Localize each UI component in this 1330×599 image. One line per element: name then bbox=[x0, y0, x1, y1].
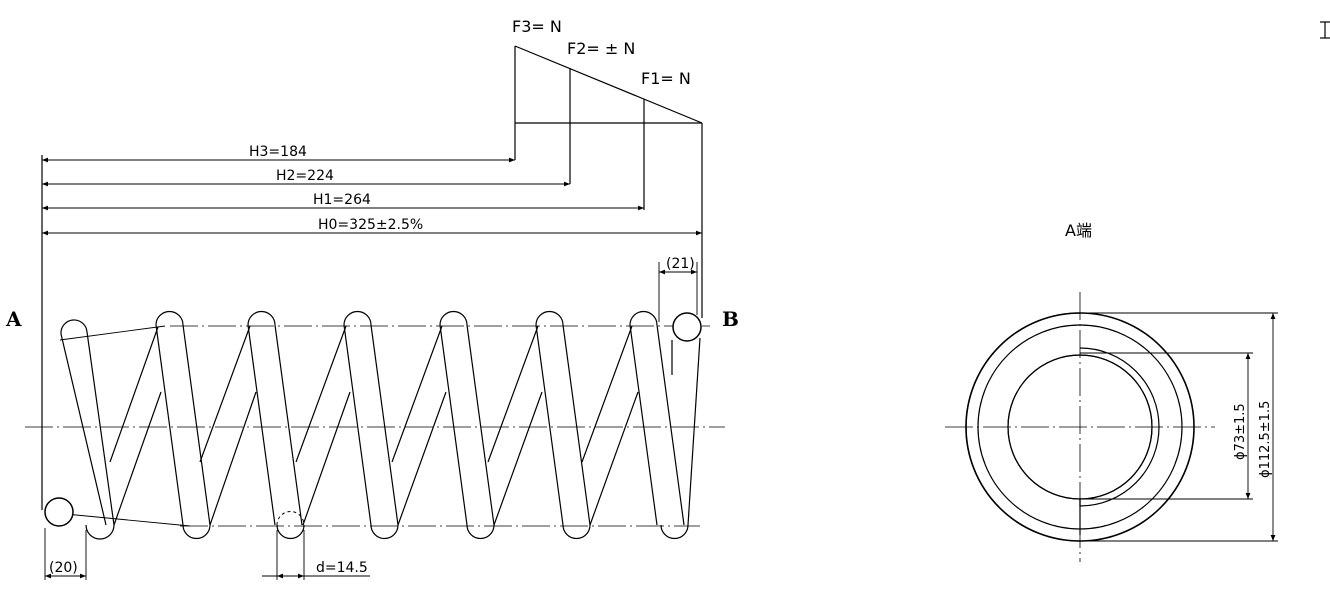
height-dimensions: H3=184 H2=224 H1=264 H0=325±2.5% bbox=[41, 144, 702, 510]
force-diagram: F3= N F2= ± N F1= N bbox=[512, 17, 703, 318]
small-dimensions: (21) (20) d=14.5 bbox=[44, 256, 698, 580]
end-view: A端 ϕ73±1.5 ϕ112.5±1.5 bbox=[945, 221, 1278, 562]
wire-diameter-label: d=14.5 bbox=[316, 560, 368, 576]
end-a-gap-label: (20) bbox=[49, 560, 78, 576]
outer-diameter-label: ϕ112.5±1.5 bbox=[1258, 401, 1273, 478]
force-label-f1: F1= N bbox=[641, 69, 691, 88]
spring-side-view bbox=[25, 310, 725, 540]
force-label-f3: F3= N bbox=[512, 17, 562, 36]
height-label-h2: H2=224 bbox=[276, 168, 334, 184]
end-label-b: B bbox=[722, 307, 739, 331]
force-label-f2: F2= ± N bbox=[567, 39, 635, 58]
corner-mark bbox=[1320, 21, 1330, 39]
end-b-gap-label: (21) bbox=[666, 256, 695, 272]
end-label-a: A bbox=[5, 307, 22, 331]
inner-diameter-label: ϕ73±1.5 bbox=[1233, 403, 1248, 460]
height-label-h3: H3=184 bbox=[249, 144, 307, 160]
height-label-h1: H1=264 bbox=[313, 192, 371, 208]
height-label-h0: H0=325±2.5% bbox=[318, 217, 423, 233]
end-view-title: A端 bbox=[1065, 221, 1092, 240]
